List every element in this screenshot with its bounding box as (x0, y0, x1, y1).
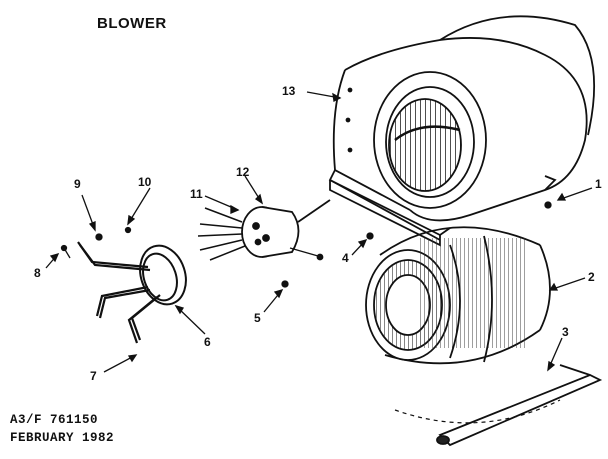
callout-7: 7 (90, 369, 97, 383)
diagram-title: BLOWER (97, 15, 167, 32)
callout-10: 10 (138, 175, 152, 189)
blower-wheel (365, 226, 551, 365)
footer-date: FEBRUARY 1982 (10, 431, 115, 445)
callout-5: 5 (254, 311, 261, 325)
motor-mount-ring (139, 244, 187, 306)
callout-2: 2 (588, 270, 595, 284)
callout-12: 12 (236, 165, 250, 179)
callout-1: 1 (595, 177, 602, 191)
mounting-legs (77, 241, 161, 344)
callout-numbers: 13 1 2 3 4 5 6 7 8 9 10 11 12 (34, 84, 602, 383)
callout-4: 4 (342, 251, 349, 265)
callout-13: 13 (282, 84, 296, 98)
callout-11: 11 (190, 187, 203, 201)
callout-3: 3 (562, 325, 569, 339)
mounting-rail (394, 364, 603, 447)
blower-motor (197, 199, 331, 261)
footer-doc-number: A3/F 761150 (10, 413, 99, 427)
callout-6: 6 (204, 335, 211, 349)
callout-8: 8 (34, 266, 41, 280)
blower-housing (328, 15, 596, 247)
fasteners (60, 201, 552, 288)
callout-9: 9 (74, 177, 81, 191)
callout-leaders (45, 91, 593, 373)
